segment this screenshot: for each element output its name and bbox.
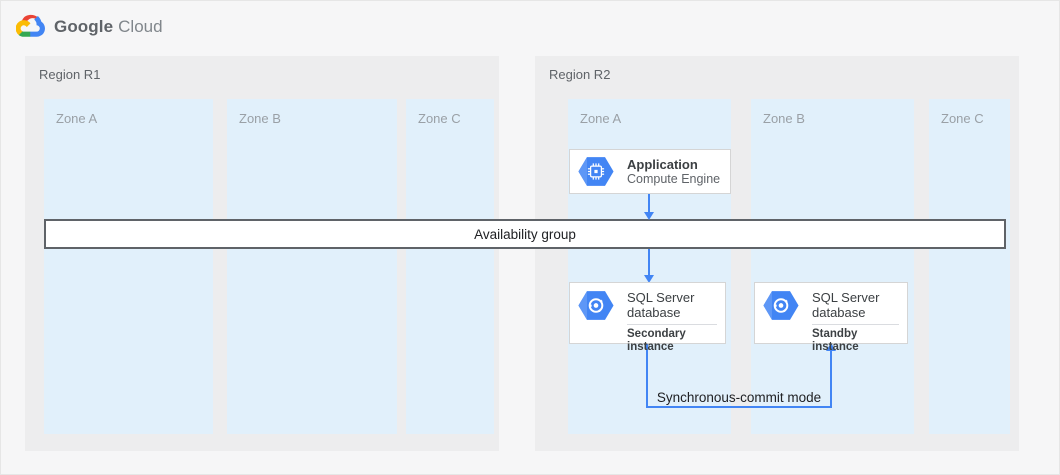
sql-secondary-node: SQL Server database Secondary instance	[569, 282, 726, 353]
availability-group-label: Availability group	[474, 226, 576, 242]
region-r2-zone-c: Zone C	[929, 99, 1010, 434]
compute-engine-icon	[578, 291, 614, 320]
logo-text-cloud: Cloud	[118, 16, 163, 36]
divider	[627, 324, 717, 325]
zone-label: Zone C	[941, 111, 984, 126]
sql-standby-node: SQL Server database Standby instance	[754, 282, 908, 353]
region-r2-zone-b: Zone B	[751, 99, 914, 434]
sql-secondary-text: SQL Server database Secondary instance	[627, 290, 717, 354]
zone-label: Zone B	[763, 111, 805, 126]
availability-group-bar: Availability group	[44, 219, 1006, 249]
sync-commit-mode-label: Synchronous-commit mode	[656, 390, 822, 405]
region-r1-zone-a: Zone A	[44, 99, 213, 434]
application-node: Application Compute Engine	[569, 149, 731, 194]
sql-secondary-title: SQL Server database	[627, 290, 695, 320]
divider	[812, 324, 899, 325]
sql-secondary-instance-label: Secondary instance	[627, 328, 686, 353]
sql-standby-text: SQL Server database Standby instance	[812, 290, 899, 354]
application-title: Application	[627, 156, 698, 172]
region-r1-zone-c: Zone C	[406, 99, 494, 434]
google-cloud-logo-icon	[16, 14, 45, 37]
zone-label: Zone C	[418, 111, 461, 126]
zone-label: Zone B	[239, 111, 281, 126]
region-r1-label: Region R1	[39, 67, 101, 82]
region-r1: Region R1 Zone A Zone B Zone C	[25, 56, 499, 451]
logo-text-google: Google	[54, 16, 114, 36]
application-node-text: Application Compute Engine	[627, 157, 720, 187]
zone-label: Zone A	[56, 111, 98, 126]
region-r1-zone-b: Zone B	[227, 99, 397, 434]
application-subtitle: Compute Engine	[627, 171, 721, 186]
region-r2-label: Region R2	[549, 67, 611, 82]
sql-standby-instance-label: Standby instance	[812, 328, 859, 353]
compute-engine-icon	[578, 157, 614, 186]
compute-engine-icon	[763, 291, 799, 320]
sql-standby-title: SQL Server database	[812, 290, 880, 320]
google-cloud-logo: Google Cloud	[16, 14, 163, 39]
zone-label: Zone A	[580, 111, 622, 126]
